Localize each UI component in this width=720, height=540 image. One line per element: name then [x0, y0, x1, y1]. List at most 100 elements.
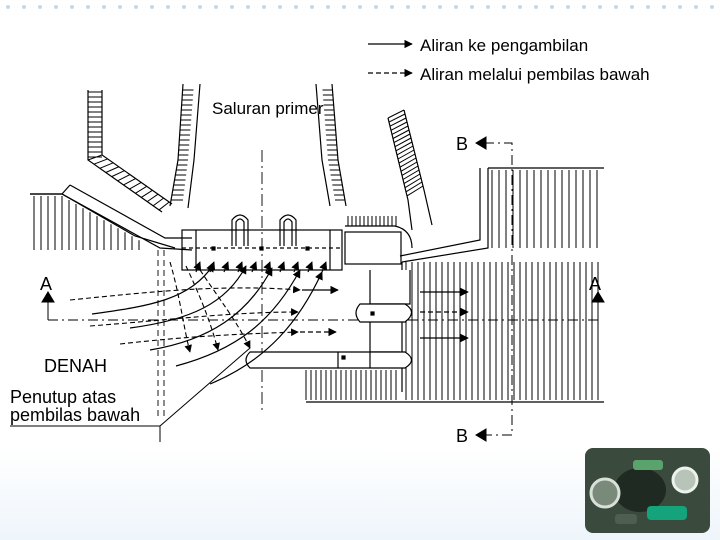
right-gate-house: [344, 216, 413, 265]
cover-label-line1: Penutup atas: [10, 387, 116, 407]
section-a-left-label: A: [40, 274, 52, 294]
left-dike-ticks: [87, 91, 170, 211]
dike-tick: [146, 193, 159, 203]
dike-tick: [93, 158, 108, 165]
top-dot: [22, 5, 26, 9]
top-dot: [438, 5, 442, 9]
flow-arrow: [91, 263, 215, 315]
gate-house-hatch: [347, 216, 397, 226]
dike-tick: [129, 182, 142, 190]
dike-tick: [395, 141, 413, 152]
top-dot: [262, 5, 266, 9]
top-dot: [486, 5, 490, 9]
cover-leader-line: [10, 347, 251, 442]
top-dot: [470, 5, 474, 9]
dike-tick: [135, 185, 148, 194]
top-dot: [118, 5, 122, 9]
gate-arrow: [221, 261, 230, 273]
top-dot: [678, 5, 682, 9]
dike-tick: [123, 178, 136, 186]
top-dot: [406, 5, 410, 9]
dike-tick: [393, 133, 411, 144]
gate-arrow: [249, 261, 258, 273]
top-dot: [102, 5, 106, 9]
top-dot: [230, 5, 234, 9]
dike-tick: [404, 177, 422, 189]
flow-arrow: [149, 267, 273, 351]
primary-channel-left-wall: [169, 83, 201, 209]
top-dot: [374, 5, 378, 9]
primary-channel-right-wall: [315, 83, 347, 207]
top-dot: [70, 5, 74, 9]
dike-tick: [403, 173, 421, 185]
section-b-bottom-label: B: [456, 426, 468, 446]
microscope-icon: [585, 448, 710, 533]
top-dot: [278, 5, 282, 9]
dike-tick: [394, 137, 412, 148]
dike-tick: [392, 129, 410, 139]
top-dot: [598, 5, 602, 9]
flow-arrow: [199, 269, 251, 349]
left-river-bank: [30, 193, 176, 250]
top-dot: [582, 5, 586, 9]
top-dot: [390, 5, 394, 9]
top-dot: [294, 5, 298, 9]
dike-tick: [387, 109, 405, 119]
section-b-top-label: B: [456, 134, 468, 154]
top-dot: [134, 5, 138, 9]
gate-arrow: [193, 261, 202, 273]
top-dot: [246, 5, 250, 9]
undersluice-flow-arrows: [69, 261, 301, 353]
dike-tick: [400, 161, 418, 172]
top-dot-border: [6, 5, 714, 9]
plan-label: DENAH: [44, 356, 107, 376]
top-dot: [614, 5, 618, 9]
dike-tick: [396, 145, 414, 156]
undersluice-pipes: [245, 270, 413, 369]
flow-arrow: [89, 308, 299, 327]
flow-arrow: [209, 271, 323, 385]
flow-arrow: [175, 269, 301, 367]
left-wing-wall: [61, 184, 193, 251]
top-dot: [454, 5, 458, 9]
top-dot: [6, 5, 10, 9]
dike-tick: [399, 157, 417, 168]
dike-tick: [406, 185, 424, 197]
left-bank-hatch: [33, 196, 140, 250]
dike-tick: [99, 162, 114, 169]
top-dot: [38, 5, 42, 9]
top-dot: [310, 5, 314, 9]
legend-undersluice-label: Aliran melalui pembilas bawah: [420, 65, 650, 84]
legend: Aliran ke pengambilan Aliran melalui pem…: [368, 36, 650, 84]
primary-channel-label: Saluran primer: [212, 99, 324, 118]
dike-tick: [141, 189, 153, 198]
top-dot: [694, 5, 698, 9]
dike-tick: [389, 117, 407, 127]
dike-tick: [390, 121, 408, 131]
top-dot: [358, 5, 362, 9]
dike-tick: [105, 166, 120, 173]
left-upper-dike: [87, 90, 173, 213]
dike-tick: [388, 113, 406, 123]
flow-arrow: [169, 261, 192, 353]
legend-intake-label: Aliran ke pengambilan: [420, 36, 588, 55]
section-line-b: [475, 136, 513, 442]
center-lines: [157, 150, 263, 420]
right-dike-ticks: [387, 109, 424, 197]
dike-tick: [401, 165, 419, 176]
top-dot: [534, 5, 538, 9]
top-dot: [326, 5, 330, 9]
gate-arrow: [305, 261, 314, 273]
top-dot: [166, 5, 170, 9]
top-dot: [630, 5, 634, 9]
dike-tick: [117, 174, 131, 182]
gate-arrow: [319, 261, 328, 273]
dike-tick: [402, 169, 420, 180]
top-dot: [54, 5, 58, 9]
flow-arrow: [119, 328, 299, 345]
dike-tick: [158, 201, 170, 211]
gate-arrow: [277, 261, 286, 273]
section-a-right-label: A: [589, 274, 601, 294]
